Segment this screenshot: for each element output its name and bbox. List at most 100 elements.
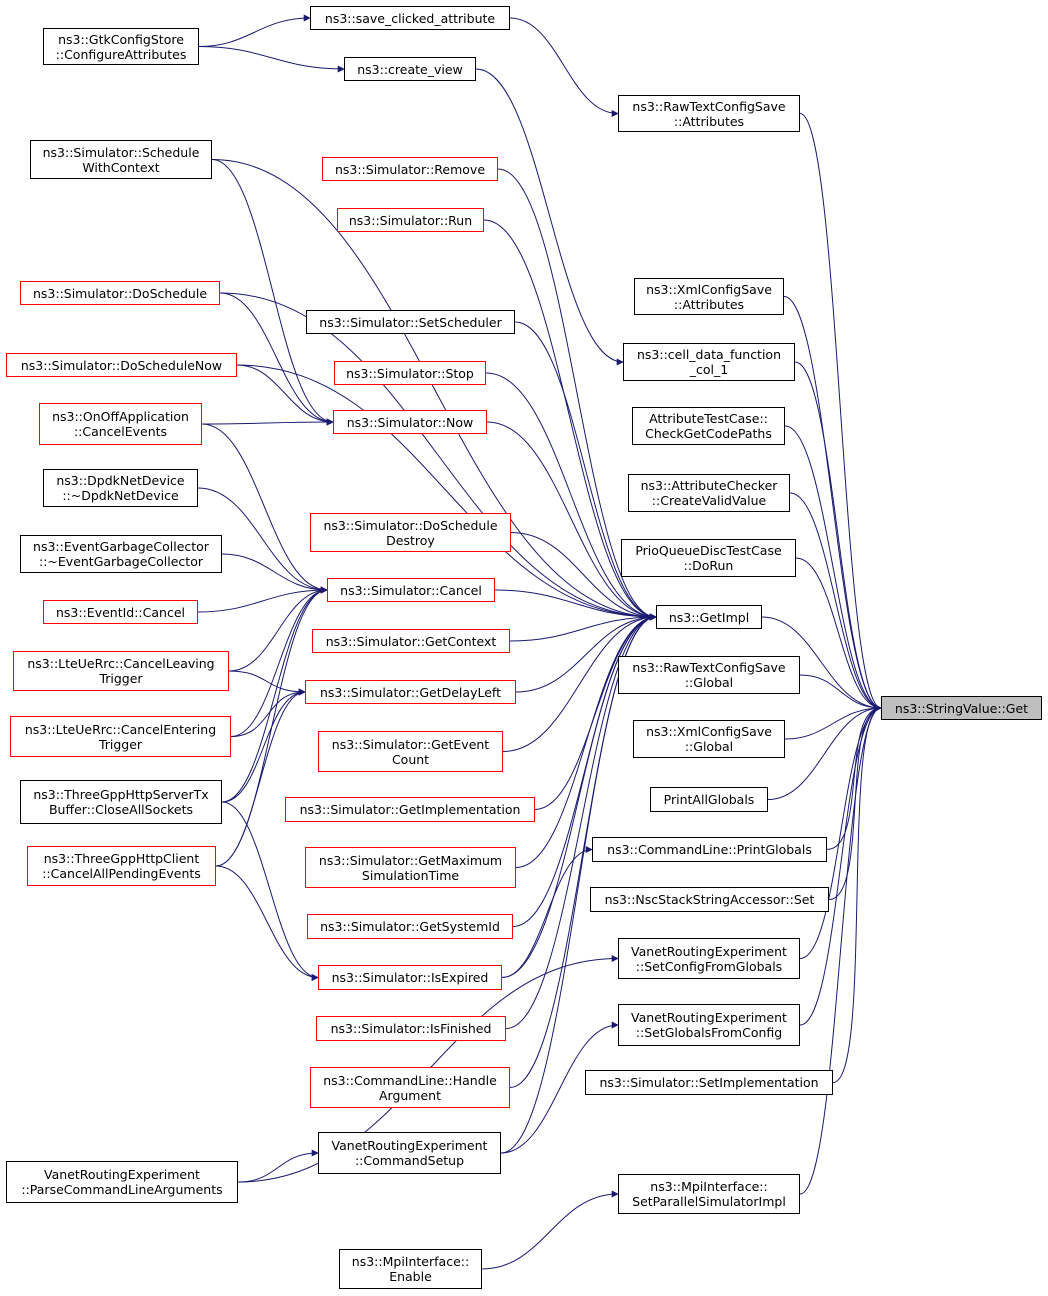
- node-label-line: ns3::Simulator::Schedule: [42, 144, 200, 160]
- node-label-line: ::Global: [684, 675, 734, 690]
- node-vre1[interactable]: VanetRoutingExperiment::SetConfigFromGlo…: [618, 938, 800, 979]
- node-vre2[interactable]: VanetRoutingExperiment::SetGlobalsFromCo…: [618, 1004, 800, 1046]
- edge-xmla-to-svg: [783, 296, 882, 712]
- node-label: ns3::StringValue::Get: [895, 701, 1028, 716]
- edge-srun-to-getimpl: [483, 219, 657, 621]
- node-eic[interactable]: ns3::EventId::Cancel: [43, 600, 198, 624]
- edge-mpi1-to-svg: [799, 704, 882, 1195]
- node-sds[interactable]: ns3::Simulator::DoSchedule: [20, 281, 220, 305]
- edge-eic-to-scancel: [197, 586, 328, 613]
- node-getimpl[interactable]: ns3::GetImpl: [656, 605, 762, 629]
- node-mpi2[interactable]: ns3::MpiInterface::Enable: [339, 1249, 482, 1289]
- node-label-line: ns3::AttributeChecker: [640, 478, 778, 493]
- node-label: ns3::Simulator::GetDelayLeft: [320, 685, 501, 700]
- node-label-line: ns3::Simulator::GetDelayLeft: [320, 684, 501, 700]
- node-sdsn[interactable]: ns3::Simulator::DoScheduleNow: [6, 353, 237, 377]
- node-ssi[interactable]: ns3::Simulator::SetImplementation: [585, 1070, 833, 1095]
- node-label-line: ns3::CommandLine::PrintGlobals: [607, 842, 812, 857]
- node-tghc[interactable]: ns3::ThreeGppHttpClient::CancelAllPendin…: [27, 846, 216, 886]
- node-srem[interactable]: ns3::Simulator::Remove: [322, 157, 498, 181]
- edge-atc-to-svg: [784, 425, 882, 712]
- node-label: ns3::EventId::Cancel: [56, 605, 185, 620]
- node-label-line: Argument: [378, 1087, 441, 1103]
- edge-tghs-to-sgdl: [221, 688, 306, 803]
- edge-sie-to-getimpl: [501, 613, 657, 978]
- edge-lte1-to-sgdl: [228, 670, 306, 696]
- node-mpi1[interactable]: ns3::MpiInterface::SetParallelSimulatorI…: [618, 1174, 800, 1214]
- node-label: PrioQueueDiscTestCase::DoRun: [635, 543, 781, 573]
- node-label-line: PrintAllGlobals: [663, 792, 755, 807]
- node-label-line: ns3::Simulator::SetImplementation: [599, 1075, 819, 1090]
- node-label-line: ns3::DpdkNetDevice: [56, 473, 185, 488]
- node-sif[interactable]: ns3::Simulator::IsFinished: [316, 1016, 506, 1041]
- node-label: ns3::Simulator::Cancel: [340, 583, 482, 598]
- node-scancel[interactable]: ns3::Simulator::Cancel: [327, 578, 495, 602]
- node-label: ns3::XmlConfigSave::Attributes: [646, 282, 772, 312]
- node-label-line: ns3::Simulator::IsExpired: [331, 970, 489, 985]
- node-egc[interactable]: ns3::EventGarbageCollector::~EventGarbag…: [20, 535, 222, 573]
- node-label-line: ::SetGlobalsFromConfig: [635, 1025, 783, 1040]
- node-gtk[interactable]: ns3::GtkConfigStore::ConfigureAttributes: [43, 28, 199, 65]
- node-clpg[interactable]: ns3::CommandLine::PrintGlobals: [592, 837, 827, 862]
- node-sie[interactable]: ns3::Simulator::IsExpired: [318, 965, 502, 990]
- edge-acc-to-svg: [789, 492, 882, 712]
- node-label-line: ns3::MpiInterface::: [351, 1254, 470, 1269]
- node-acc[interactable]: ns3::AttributeChecker::CreateValidValue: [628, 474, 790, 512]
- node-srun[interactable]: ns3::Simulator::Run: [337, 208, 484, 232]
- node-snow[interactable]: ns3::Simulator::Now: [333, 410, 487, 434]
- node-sgi[interactable]: ns3::Simulator::GetImplementation: [285, 797, 535, 822]
- edge-onoff-to-scancel: [201, 423, 328, 594]
- node-rtcsg[interactable]: ns3::RawTextConfigSave::Global: [618, 656, 800, 694]
- node-label-line: ::Attributes: [673, 113, 745, 129]
- node-atc[interactable]: AttributeTestCase::CheckGetCodePaths: [632, 407, 785, 445]
- node-label-line: ns3::GtkConfigStore: [58, 31, 184, 47]
- node-pag[interactable]: PrintAllGlobals: [650, 787, 768, 812]
- node-dpdk[interactable]: ns3::DpdkNetDevice::~DpdkNetDevice: [43, 469, 198, 507]
- node-sstop[interactable]: ns3::Simulator::Stop: [334, 361, 486, 385]
- node-label: ns3::save_clicked_attribute: [325, 11, 495, 26]
- node-sgdl[interactable]: ns3::Simulator::GetDelayLeft: [305, 680, 516, 704]
- node-label-line: ::ParseCommandLineArguments: [21, 1182, 223, 1197]
- node-label: VanetRoutingExperiment::ParseCommandLine…: [21, 1167, 222, 1197]
- edge-xmlg-to-svg: [784, 704, 882, 740]
- edge-getimpl-to-svg: [761, 616, 882, 712]
- edge-sif-to-getimpl: [505, 613, 657, 1029]
- node-xmla[interactable]: ns3::XmlConfigSave::Attributes: [634, 278, 784, 315]
- node-label: ns3::NscStackStringAccessor::Set: [605, 892, 815, 907]
- node-label-line: Count: [391, 751, 430, 767]
- node-label-line: ::CommandSetup: [354, 1153, 465, 1168]
- node-nsc[interactable]: ns3::NscStackStringAccessor::Set: [590, 887, 829, 912]
- node-sgc[interactable]: ns3::Simulator::GetContext: [312, 629, 510, 653]
- node-label: ns3::Simulator::Now: [347, 415, 474, 430]
- node-label: ns3::GetImpl: [669, 610, 749, 625]
- edge-sdsd-to-getimpl: [510, 532, 657, 621]
- node-xmlg[interactable]: ns3::XmlConfigSave::Global: [633, 720, 785, 758]
- node-onoff[interactable]: ns3::OnOffApplication::CancelEvents: [39, 403, 202, 445]
- node-label-line: ns3::Simulator::GetEvent: [331, 736, 490, 752]
- node-sss[interactable]: ns3::Simulator::SetScheduler: [306, 310, 515, 334]
- node-vre3[interactable]: VanetRoutingExperiment::CommandSetup: [318, 1132, 501, 1174]
- node-cv[interactable]: ns3::create_view: [344, 57, 476, 81]
- edge-scancel-to-getimpl: [494, 589, 657, 621]
- node-rtcsa[interactable]: ns3::RawTextConfigSave::Attributes: [618, 95, 800, 132]
- node-label: ns3::cell_data_function_col_1: [637, 347, 781, 377]
- node-label-line: ::CancelAllPendingEvents: [42, 866, 201, 881]
- node-pqd[interactable]: PrioQueueDiscTestCase::DoRun: [621, 539, 796, 577]
- node-label-line: ns3::Simulator::GetSystemId: [320, 919, 500, 934]
- node-sva[interactable]: ns3::save_clicked_attribute: [310, 6, 510, 30]
- node-cdf[interactable]: ns3::cell_data_function_col_1: [623, 343, 795, 381]
- node-vre4[interactable]: VanetRoutingExperiment::ParseCommandLine…: [6, 1161, 238, 1203]
- edge-tghs-to-sie: [221, 801, 319, 981]
- node-label-line: ns3::Simulator::GetImplementation: [299, 802, 521, 817]
- node-sgsid[interactable]: ns3::Simulator::GetSystemId: [307, 914, 513, 939]
